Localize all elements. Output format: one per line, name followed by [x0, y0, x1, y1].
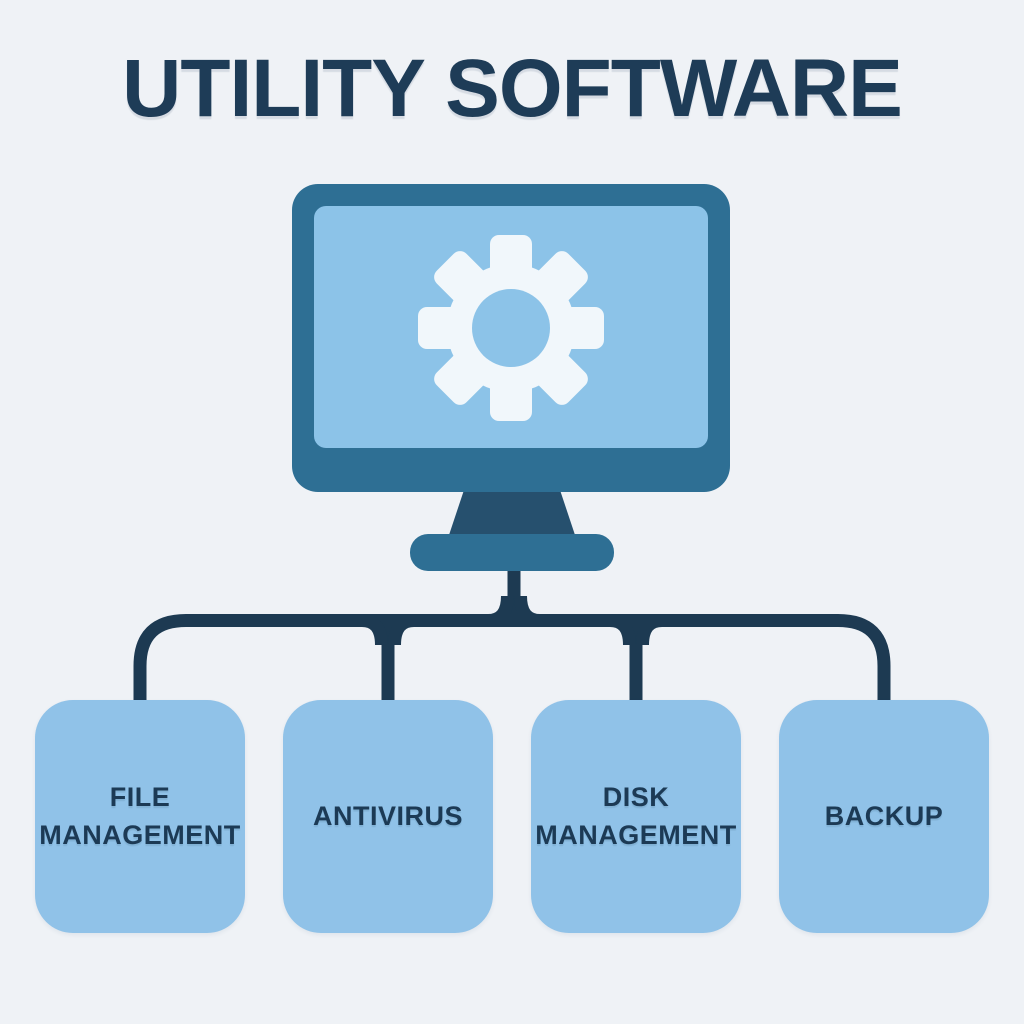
- gear-icon: [418, 235, 604, 421]
- box-antivirus: ANTIVIRUS: [283, 700, 493, 933]
- monitor-stand: [448, 490, 576, 538]
- box-label: ANTIVIRUS: [312, 800, 463, 831]
- connector-lines: [133, 566, 891, 703]
- box-file-management: FILE MANAGEMENT: [35, 700, 245, 933]
- monitor-base: [410, 534, 614, 571]
- box-label: DISK MANAGEMENT: [535, 781, 737, 850]
- box-label: BACKUP: [824, 800, 944, 831]
- box-label: FILE MANAGEMENT: [39, 781, 241, 850]
- box-backup: BACKUP: [779, 700, 989, 933]
- computer-icon: [292, 184, 730, 571]
- page-title: UTILITY SOFTWARE: [122, 43, 903, 134]
- box-disk-management: DISK MANAGEMENT: [531, 700, 741, 933]
- gear-center-hole: [472, 289, 550, 367]
